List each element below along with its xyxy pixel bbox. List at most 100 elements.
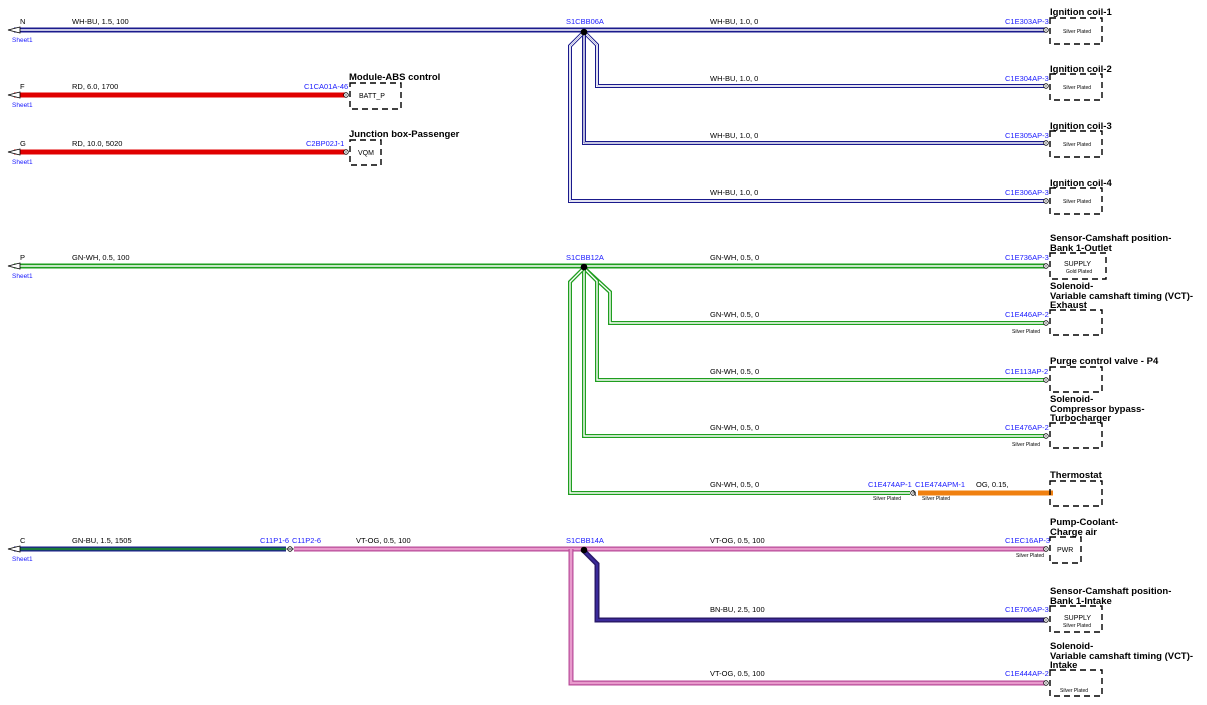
connector-pin-circle[interactable] — [1043, 27, 1049, 33]
splice-label[interactable]: S1CBB06A — [566, 17, 604, 26]
plating-label: Silver Plated — [1063, 29, 1091, 35]
component-name: Pump-Coolant- — [1050, 517, 1118, 528]
component-box-purge[interactable] — [1049, 366, 1103, 393]
connector-label[interactable]: C1E474APM-1 — [915, 480, 965, 489]
component-name: Variable camshaft timing (VCT)- — [1050, 291, 1193, 302]
connector-label[interactable]: C1E305AP-3 — [1005, 131, 1049, 140]
component-box-cam-outlet[interactable] — [1049, 252, 1107, 280]
wire-vct-intake[interactable] — [568, 549, 1046, 686]
plating-label: Silver Plated — [873, 496, 901, 502]
splice-dot[interactable] — [580, 546, 588, 554]
splices: S1CBB06A S1CBB12A S1CBB14A — [566, 17, 604, 554]
connector-label[interactable]: C1E446AP-2 — [1005, 310, 1049, 319]
plating-label: Silver Plated — [1063, 623, 1091, 629]
component-box-coil-4[interactable] — [1049, 187, 1103, 215]
wire-coil-2[interactable] — [582, 30, 1046, 88]
pin-label: SUPPLY — [1064, 615, 1091, 622]
component-name: Bank 1-Intake — [1050, 596, 1112, 607]
connector-label[interactable]: C1E736AP-3 — [1005, 253, 1049, 262]
connector-pin-circle[interactable] — [1043, 617, 1049, 623]
splice-dot[interactable] — [580, 28, 588, 36]
component-box-abs[interactable] — [349, 82, 402, 110]
component-box-pump[interactable] — [1049, 536, 1082, 564]
plating-label: Silver Plated — [1012, 329, 1040, 335]
plating-labels: Silver Plated Silver Plated Silver Plate… — [873, 29, 1092, 694]
connector-label[interactable]: C1E306AP-3 — [1005, 188, 1049, 197]
connector-label[interactable]: C11P2-6 — [292, 536, 321, 545]
component-name: Solenoid- — [1050, 394, 1093, 405]
wire-label: OG, 0.15, — [976, 480, 1009, 489]
component-name: Solenoid- — [1050, 641, 1093, 652]
connector-pin-circle[interactable] — [1043, 320, 1049, 326]
component-box-junction[interactable] — [349, 139, 382, 166]
splice-label[interactable]: S1CBB14A — [566, 536, 604, 545]
wire-label: GN-WH, 0.5, 0 — [710, 423, 759, 432]
wire-compressor-bypass[interactable] — [582, 268, 1046, 438]
wire-label: GN-WH, 0.5, 0 — [710, 253, 759, 262]
component-box-vct-intake[interactable] — [1049, 669, 1103, 697]
splice-label[interactable]: S1CBB12A — [566, 253, 604, 262]
connector-pin-circle[interactable] — [1043, 198, 1049, 204]
component-name: Ignition coil-4 — [1050, 178, 1112, 189]
component-box-cam-intake[interactable] — [1049, 605, 1103, 633]
component-name: Junction box-Passenger — [349, 129, 460, 140]
component-name: Charge air — [1050, 527, 1097, 538]
wire-coil-4[interactable] — [568, 30, 1046, 203]
pin-label: VQM — [358, 150, 374, 157]
connector-label[interactable]: C2BP02J-1 — [306, 139, 344, 148]
plating-label: Silver Plated — [1016, 553, 1044, 559]
connector-label[interactable]: C1E444AP-2 — [1005, 669, 1049, 678]
connector-label[interactable]: C1E303AP-3 — [1005, 17, 1049, 26]
connector-label[interactable]: C1E113AP-2 — [1005, 367, 1048, 376]
wire-label: GN-BU, 1.5, 1505 — [72, 536, 132, 545]
sheet-ref-f[interactable]: F Sheet1 — [7, 82, 33, 109]
component-name: Sensor-Camshaft position- — [1050, 233, 1171, 244]
connector-label[interactable]: C1E476AP-2 — [1005, 423, 1049, 432]
wire-label: WH-BU, 1.0, 0 — [710, 131, 758, 140]
connector-pin-circle[interactable] — [1043, 83, 1049, 89]
connectors: C1CA01A-46 C2BP02J-1 C1E303AP-3 C1E304AP… — [260, 17, 1050, 686]
pin-labels: BATT_P VQM SUPPLY PWR SUPPLY — [358, 93, 1091, 622]
connector-pin-circle[interactable] — [1043, 433, 1049, 439]
connector-pin-circle[interactable] — [1043, 680, 1049, 686]
wire-vct-exhaust[interactable] — [582, 266, 1046, 325]
svg-text:Sheet1: Sheet1 — [12, 159, 33, 166]
sheet-ref-c[interactable]: C Sheet1 — [7, 536, 33, 563]
wire-label: WH-BU, 1.0, 0 — [710, 17, 758, 26]
sheet-ref-g[interactable]: G Sheet1 — [7, 139, 33, 166]
component-name: Ignition coil-1 — [1050, 7, 1112, 18]
component-box-coil-2[interactable] — [1049, 73, 1103, 101]
svg-text:C: C — [20, 536, 26, 545]
wire-cam-intake[interactable] — [582, 549, 1046, 623]
connector-label[interactable]: C1E706AP-3 — [1005, 605, 1049, 614]
sheet-ref-p[interactable]: P Sheet1 — [7, 253, 33, 280]
component-name: Variable camshaft timing (VCT)- — [1050, 651, 1193, 662]
plating-label: Gold Plated — [1066, 269, 1092, 275]
connector-pin-circle[interactable] — [1043, 140, 1049, 146]
splice-dot[interactable] — [580, 263, 588, 271]
component-box-bypass[interactable] — [1049, 422, 1103, 449]
svg-text:Sheet1: Sheet1 — [12, 37, 33, 44]
connector-label[interactable]: C11P1-6 — [260, 536, 289, 545]
component-names: Module-ABS control Junction box-Passenge… — [349, 7, 1193, 671]
connector-pin-circle[interactable] — [343, 92, 349, 98]
component-box-vct-exhaust[interactable] — [1049, 309, 1103, 336]
component-box-thermostat[interactable] — [1049, 480, 1103, 507]
connector-pin-circle[interactable] — [343, 149, 349, 155]
connector-pin-circle[interactable] — [1043, 546, 1049, 552]
component-box-coil-1[interactable] — [1049, 17, 1103, 45]
wire-purge-valve[interactable] — [582, 266, 1046, 382]
wire-coil-3[interactable] — [582, 32, 1046, 145]
connector-pin-circle[interactable] — [1043, 377, 1049, 383]
wire-thermostat-gn[interactable] — [568, 266, 910, 495]
connector-label[interactable]: C1E474AP-1 — [868, 480, 912, 489]
component-box-coil-3[interactable] — [1049, 130, 1103, 158]
connector-label[interactable]: C1E304AP-3 — [1005, 74, 1049, 83]
component-name: Turbocharger — [1050, 413, 1111, 424]
connector-pin-circle[interactable] — [1043, 263, 1049, 269]
connector-label[interactable]: C1CA01A-46 — [304, 82, 348, 91]
component-name: Ignition coil-2 — [1050, 64, 1112, 75]
connector-label[interactable]: C1EC16AP-3 — [1005, 536, 1050, 545]
sheet-ref-n[interactable]: N Sheet1 — [7, 17, 33, 44]
plating-label: Silver Plated — [1060, 688, 1088, 694]
